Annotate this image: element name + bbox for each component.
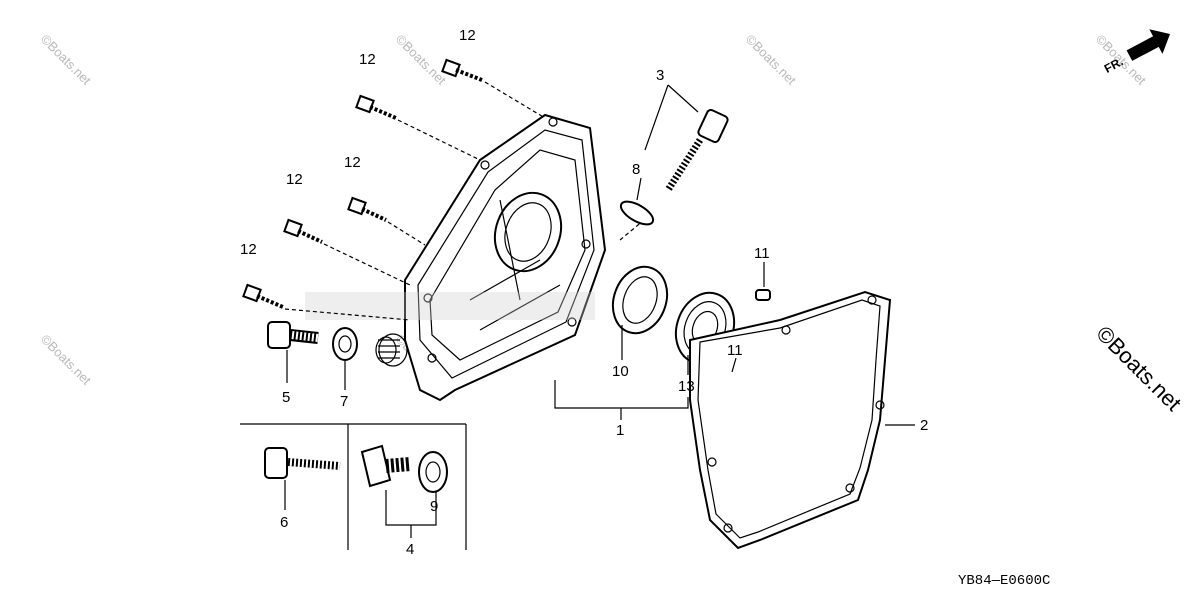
option-box — [240, 423, 467, 550]
callout-1: 1 — [616, 422, 624, 439]
arrow-icon — [1126, 29, 1171, 61]
callout-4: 4 — [406, 541, 414, 558]
watermark-large: ©Boats.net — [1091, 321, 1186, 416]
sealing-washer — [332, 327, 358, 361]
callout-9: 9 — [430, 498, 438, 515]
leader-lines — [284, 84, 915, 538]
callout-8: 8 — [632, 161, 640, 178]
callout-5: 5 — [282, 389, 290, 406]
drain-washer — [418, 451, 448, 493]
callout-2: 2 — [920, 417, 928, 434]
watermark: ©Boats.net — [743, 32, 799, 88]
callout-10: 10 — [612, 363, 629, 380]
dowel-pin — [755, 289, 771, 301]
drain-plug — [267, 321, 319, 349]
crankcase-cover — [305, 113, 607, 402]
callout-3: 3 — [656, 67, 664, 84]
callout-12: 12 — [459, 27, 476, 44]
watermark: ©Boats.net — [38, 332, 94, 388]
oil-dipstick — [619, 108, 729, 241]
callout-6: 6 — [280, 514, 288, 531]
callout-7: 7 — [340, 393, 348, 410]
callout-11: 11 — [754, 245, 770, 262]
callout-13: 13 — [678, 378, 695, 395]
flange-bolts — [242, 58, 546, 321]
callout-12: 12 — [286, 171, 303, 188]
callout-11: 11 — [727, 342, 743, 359]
callout-labels: 12 12 12 12 12 3 8 11 11 10 13 1 2 5 7 6… — [240, 27, 928, 558]
bolt — [283, 218, 411, 286]
bolt — [441, 58, 546, 119]
oil-seal — [611, 265, 669, 335]
bolt — [347, 196, 426, 246]
bolt — [355, 94, 481, 161]
watermark: ©Boats.net — [393, 32, 449, 88]
diagram-code: YB84—E0600C — [958, 573, 1050, 589]
callout-12: 12 — [359, 51, 376, 68]
callout-12: 12 — [240, 241, 257, 258]
bolt — [242, 283, 411, 321]
callout-12: 12 — [344, 154, 361, 171]
drain-plug-alt — [264, 447, 341, 479]
o-ring — [619, 200, 655, 226]
watermark: ©Boats.net — [38, 32, 94, 88]
gasket-outline — [689, 290, 892, 550]
drain-plug-bolt — [360, 444, 411, 488]
